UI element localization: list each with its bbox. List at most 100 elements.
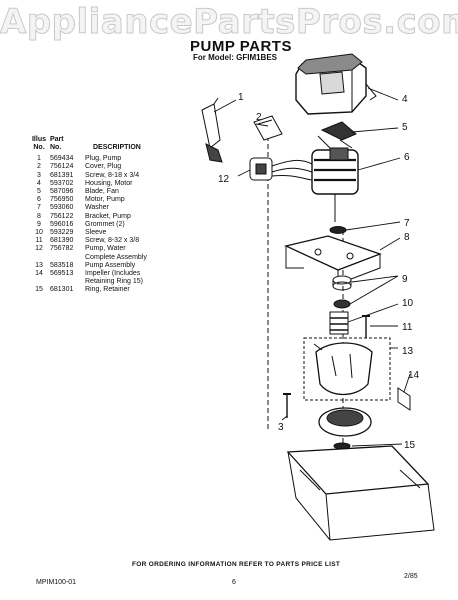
- part-description: Bracket, Pump: [85, 213, 185, 221]
- description-line: Retaining Ring 15): [85, 278, 143, 286]
- callout-1: 1: [238, 92, 244, 103]
- watermark: AppliancePartsPros.com: [0, 2, 458, 43]
- illus-number: 6: [37, 196, 41, 204]
- illus-number: 1: [37, 155, 41, 163]
- part-number: 756122: [50, 212, 74, 220]
- description-line: Housing, Motor: [85, 179, 133, 187]
- sleeve-part: [329, 311, 349, 335]
- description-line: Complete Assembly: [85, 253, 147, 261]
- description-header: DESCRIPTION: [93, 144, 141, 151]
- illus-number: 13: [35, 261, 43, 269]
- parts-table-row: 13 583518 Pump Assembly: [28, 262, 193, 270]
- description-line: Screw, 8-18 x 3/4: [85, 171, 140, 179]
- illus-number: 9: [37, 220, 41, 228]
- parts-table-row: 8 756122 Bracket, Pump: [28, 213, 193, 221]
- illus-number: 5: [37, 188, 41, 196]
- part-description: Washer: [85, 204, 185, 212]
- callout-13: 13: [402, 346, 414, 357]
- illus-header: Illus No.: [31, 136, 46, 151]
- callout-5: 5: [402, 122, 408, 133]
- parts-table-row: 7 593060 Washer: [28, 204, 193, 212]
- page-title: PUMP PARTS: [190, 38, 292, 55]
- description-line: Washer: [85, 204, 109, 212]
- callout-10: 10: [402, 298, 414, 309]
- washer-part: [329, 226, 347, 234]
- callout-14: 14: [408, 370, 420, 381]
- illus-number: 15: [35, 286, 43, 294]
- motor-housing-part: [295, 53, 377, 115]
- illus-number: 14: [35, 270, 43, 278]
- part-description: Screw, 8-32 x 3/8: [85, 237, 185, 245]
- illus-number: 4: [37, 179, 41, 187]
- part-number: 587096: [50, 188, 74, 196]
- part-number: 681390: [50, 237, 74, 245]
- grommet-part: [332, 275, 352, 309]
- callout-15: 15: [404, 440, 416, 451]
- part-description: Blade, Fan: [85, 188, 185, 196]
- parts-table-row: 15 681301 Ring, Retainer: [28, 286, 193, 294]
- plug-part: [201, 97, 223, 163]
- part-number: 593060: [50, 204, 74, 212]
- description-line: Bracket, Pump: [85, 212, 131, 220]
- callout-11: 11: [402, 322, 413, 333]
- part-description: Screw, 8-18 x 3/4: [85, 172, 185, 180]
- description-line: Impeller (Includes: [85, 270, 141, 278]
- illus-number: 7: [37, 204, 41, 212]
- illus-number: 11: [35, 237, 43, 245]
- ordering-note: FOR ORDERING INFORMATION REFER TO PARTS …: [132, 561, 341, 568]
- parts-table-row: 3 681391 Screw, 8-18 x 3/4: [28, 172, 193, 180]
- callout-8: 8: [404, 232, 410, 243]
- parts-table-row: 11 681390 Screw, 8-32 x 3/8: [28, 237, 193, 245]
- parts-table-row: 9 596016 Grommet (2): [28, 221, 193, 229]
- part-number: 593229: [50, 229, 74, 237]
- description-line: Ring, Retainer: [85, 286, 130, 294]
- pump-assembly-part: [303, 337, 391, 401]
- document-id: MPIM100-01: [36, 579, 77, 586]
- part-description: Cover, Plug: [85, 163, 185, 171]
- impeller-part: [318, 387, 411, 437]
- description-line: Screw, 8-32 x 3/8: [85, 237, 140, 245]
- illus-number: 10: [35, 229, 43, 237]
- description-line: Motor, Pump: [85, 196, 125, 204]
- part-number: 596016: [50, 220, 74, 228]
- description-line: Grommet (2): [85, 220, 125, 228]
- description-line: Sleeve: [85, 229, 107, 237]
- part-description: Housing, Motor: [85, 180, 185, 188]
- page-number: 6: [232, 579, 236, 586]
- parts-table-row: 10 593229 Sleeve: [28, 229, 193, 237]
- screw-part-3: [283, 393, 291, 418]
- part-description: Pump Assembly: [85, 262, 185, 270]
- part-number: 681391: [50, 171, 74, 179]
- parts-table-header: Illus No. Part No. DESCRIPTION: [28, 136, 193, 152]
- callout-2: 2: [256, 112, 262, 123]
- plug-cover-part: [253, 115, 283, 141]
- part-number: 583518: [50, 261, 74, 269]
- description-line: Blade, Fan: [85, 188, 119, 196]
- callout-9: 9: [402, 274, 408, 285]
- part-number: 681301: [50, 286, 74, 294]
- illus-number: 8: [37, 212, 41, 220]
- description-line: Cover, Plug: [85, 163, 122, 171]
- part-description: Grommet (2): [85, 221, 185, 229]
- description-line: Pump, Water: [85, 245, 126, 253]
- callout-numbers: 1 2 3 4 5 6 7 8 9 10 11 12 13 14 15: [218, 92, 420, 451]
- part-description: Sleeve: [85, 229, 185, 237]
- part-number: 593702: [50, 179, 74, 187]
- callout-7: 7: [404, 218, 410, 229]
- callout-6: 6: [404, 152, 410, 163]
- illus-number: 3: [37, 171, 41, 179]
- model-subtitle: For Model: GFIM1BES: [193, 53, 277, 62]
- pump-bracket-part: [284, 235, 382, 285]
- fan-blade-part: [317, 121, 357, 149]
- illus-number: 2: [37, 163, 41, 171]
- parts-table-row: 5 587096 Blade, Fan: [28, 188, 193, 196]
- part-number: 756782: [50, 245, 74, 253]
